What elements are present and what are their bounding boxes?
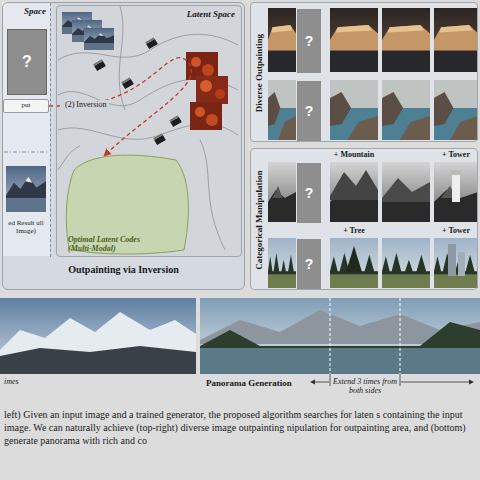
outpainting-panel: Diverse Outpainting??: [250, 2, 478, 142]
optimal-region: Optimal Latent Codes (Multi-Modal): [64, 150, 192, 256]
masked-input: ?: [7, 29, 47, 95]
tag-text: put: [5, 101, 47, 109]
inversion-arrow: [49, 58, 191, 156]
mask-mark: ?: [297, 256, 321, 272]
section-title: Panorama Generation: [206, 378, 292, 388]
tag-text: ed Result ull Image): [4, 219, 48, 235]
autumn-thumbnails: [186, 52, 228, 130]
mask-box: ?: [297, 239, 321, 289]
edge-label: (2) Inversion: [63, 100, 109, 109]
category-label: + Tower: [434, 226, 478, 235]
latent-space-panel: Latent SpaceOptimal Latent Codes (Multi-…: [56, 5, 242, 257]
mask-mark: ?: [8, 53, 46, 71]
panel-heading: Space: [24, 6, 46, 16]
mask-mark: ?: [297, 33, 321, 49]
mask-box: ?: [297, 81, 321, 141]
panel-heading: Latent Space: [187, 9, 235, 19]
panel-title: Outpainting via Inversion: [7, 264, 240, 276]
figure-caption: left) Given an input image and a trained…: [4, 408, 476, 447]
category-label: + Tower: [434, 150, 478, 159]
mask-mark: ?: [297, 185, 321, 201]
mask-mark: ?: [297, 103, 321, 119]
vertical-heading: Diverse Outpainting: [254, 8, 266, 138]
manipulation-panel: Categorical Manipulation??: [250, 148, 478, 290]
region-label: Optimal Latent Codes (Multi-Modal): [68, 235, 160, 253]
input-tag: put: [3, 99, 49, 113]
mask-box: ?: [297, 163, 321, 223]
latent-code-cubes: [93, 37, 182, 145]
vertical-heading: Categorical Manipulation: [254, 154, 266, 286]
extent-note: Extend 3 times from both sides: [332, 377, 398, 395]
mask-box: ?: [297, 9, 321, 73]
image-space-panel: Space? put ed Result ull Image): [3, 3, 51, 257]
category-label: + Mountain: [330, 150, 378, 159]
cropped-note: imes: [4, 377, 19, 386]
category-label: + Tree: [330, 226, 378, 235]
result-tag: ed Result ull Image): [3, 217, 49, 251]
outer-panel: Outpainting via Inversion Space? put ed Res…: [2, 2, 245, 290]
